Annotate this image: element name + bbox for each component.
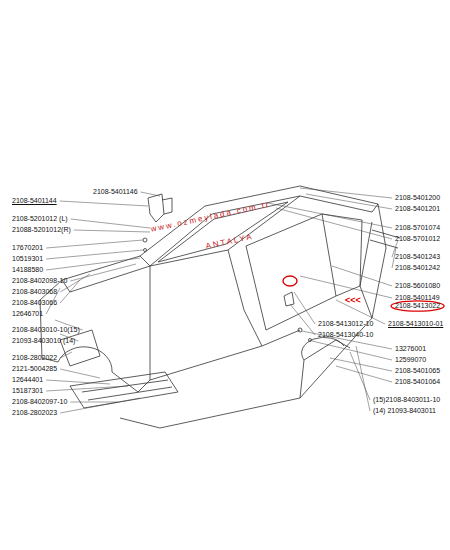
part-number: 2108-5401243 <box>395 253 440 261</box>
part-number: 2108-5401242 <box>395 264 440 272</box>
leader-line <box>300 188 392 198</box>
leader-line <box>356 346 370 411</box>
underbody-shield <box>70 372 178 408</box>
part-number: 2108-8403068 <box>12 288 57 296</box>
leader-line <box>74 230 150 232</box>
part-number: 2108-5413040-10 <box>318 331 373 339</box>
part-number: 2108-5701074 <box>395 224 440 232</box>
leader-line <box>300 276 392 298</box>
part-number: 2108-5413010-01 <box>388 320 443 328</box>
part-number: 2108-5413012-10 <box>318 320 373 328</box>
door-opening <box>246 214 336 330</box>
roof-panel <box>300 196 378 212</box>
mudguard <box>60 330 100 366</box>
part-number: 2108-5401144 <box>12 197 57 205</box>
leader-line <box>332 266 392 286</box>
leader-line <box>70 402 118 403</box>
pointer-arrows: <<< <box>345 296 361 304</box>
body-outline <box>40 186 386 428</box>
part-number: 2108-2802022 <box>12 354 57 362</box>
leader-line <box>60 201 148 206</box>
front-wheel-arch <box>58 347 112 372</box>
part-number: 12644401 <box>12 376 43 384</box>
watermark: www.ozmeylada.com.tr <box>150 201 271 234</box>
part-number: 2108-5401200 <box>395 194 440 202</box>
rear-quarter <box>300 286 372 398</box>
part-number: 2108-5601080 <box>395 282 440 290</box>
hinge-plate <box>284 292 294 306</box>
windshield-frame <box>150 196 300 266</box>
part-number: 13276001 <box>395 345 426 353</box>
leader-line <box>71 219 150 228</box>
leader-line <box>60 369 100 378</box>
part-number: 10519301 <box>12 255 43 263</box>
part-number: 2108-5401146 <box>93 188 138 196</box>
leader-line <box>268 203 392 228</box>
highlight-circle <box>283 276 297 286</box>
part-number: 2108-8402097-10 <box>12 398 67 406</box>
leader-line <box>46 250 143 259</box>
a-pillar <box>228 250 300 346</box>
part-number: 15187301 <box>12 387 43 395</box>
part-number: 2108-8403066 <box>12 299 57 307</box>
nut <box>309 339 312 342</box>
part-number: 2108-5201012 (L) <box>12 215 68 223</box>
part-number: 2108-2802023 <box>12 409 57 417</box>
screw <box>298 328 302 332</box>
leader-line <box>306 194 392 209</box>
leader-line <box>60 398 140 413</box>
part-number: 2108-5701012 <box>395 235 440 243</box>
leader-line <box>276 208 392 239</box>
part-number: 17670201 <box>12 244 43 252</box>
quarter-window <box>322 214 362 286</box>
leader-line <box>46 380 110 384</box>
part-number: (15)2108-8403011-10 <box>373 396 440 404</box>
part-number: (14) 21093-8403011 <box>373 407 436 415</box>
leader-line <box>46 240 143 248</box>
leader-line <box>60 352 72 358</box>
part-number: 2121-5004285 <box>12 365 57 373</box>
leader-line <box>336 366 392 382</box>
leader-line <box>350 352 370 400</box>
part-number: 21093-8403010 (14) <box>12 337 75 345</box>
leader-line <box>70 264 136 281</box>
part-number: 14188580 <box>12 266 43 274</box>
part-number: 2108-5401065 <box>395 367 440 375</box>
part-number: 2108-5401201 <box>395 205 440 213</box>
part-number: 2108-5401064 <box>395 378 440 386</box>
part-number: 12646701 <box>12 310 43 318</box>
ellipse-outline <box>391 301 444 311</box>
part-number: 2108-5413022 <box>390 300 445 312</box>
part-number: 12599070 <box>395 356 426 364</box>
leader-line <box>141 192 160 196</box>
circled-part-number: 2108-5413022 <box>390 300 445 312</box>
screw <box>143 238 147 242</box>
rear-pillar <box>336 222 372 296</box>
bracket-part <box>162 198 172 214</box>
part-number: 2108-8403010-10(15) <box>12 326 80 334</box>
rear-wheel-arch <box>302 337 344 360</box>
bracket-part <box>148 194 164 222</box>
leader-line <box>46 258 140 270</box>
leader-line <box>290 304 315 335</box>
part-number: 21088-5201012(R) <box>12 226 71 234</box>
washer <box>144 249 147 252</box>
leader-line <box>46 386 128 391</box>
hood <box>62 256 150 292</box>
leader-line <box>302 331 392 349</box>
leader-line <box>294 292 315 324</box>
part-number: 2108-8402098-10 <box>12 277 67 285</box>
